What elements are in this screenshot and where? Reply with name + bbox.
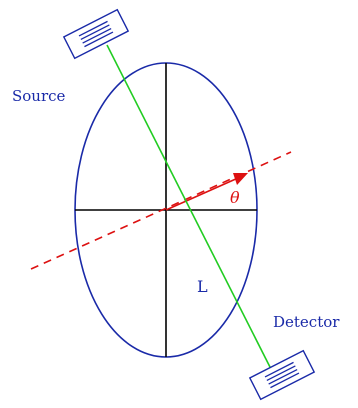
length-label: L (197, 277, 208, 296)
source-box-icon (62, 8, 130, 60)
direction-arrow (165, 177, 239, 211)
angle-label: θ (230, 188, 240, 207)
arrow-head (233, 173, 248, 185)
beam-line (106, 44, 273, 372)
source-label: Source (12, 87, 66, 105)
dashed-line (30, 151, 292, 270)
detector-label: Detector (273, 313, 340, 331)
detector-box-icon (248, 349, 316, 401)
